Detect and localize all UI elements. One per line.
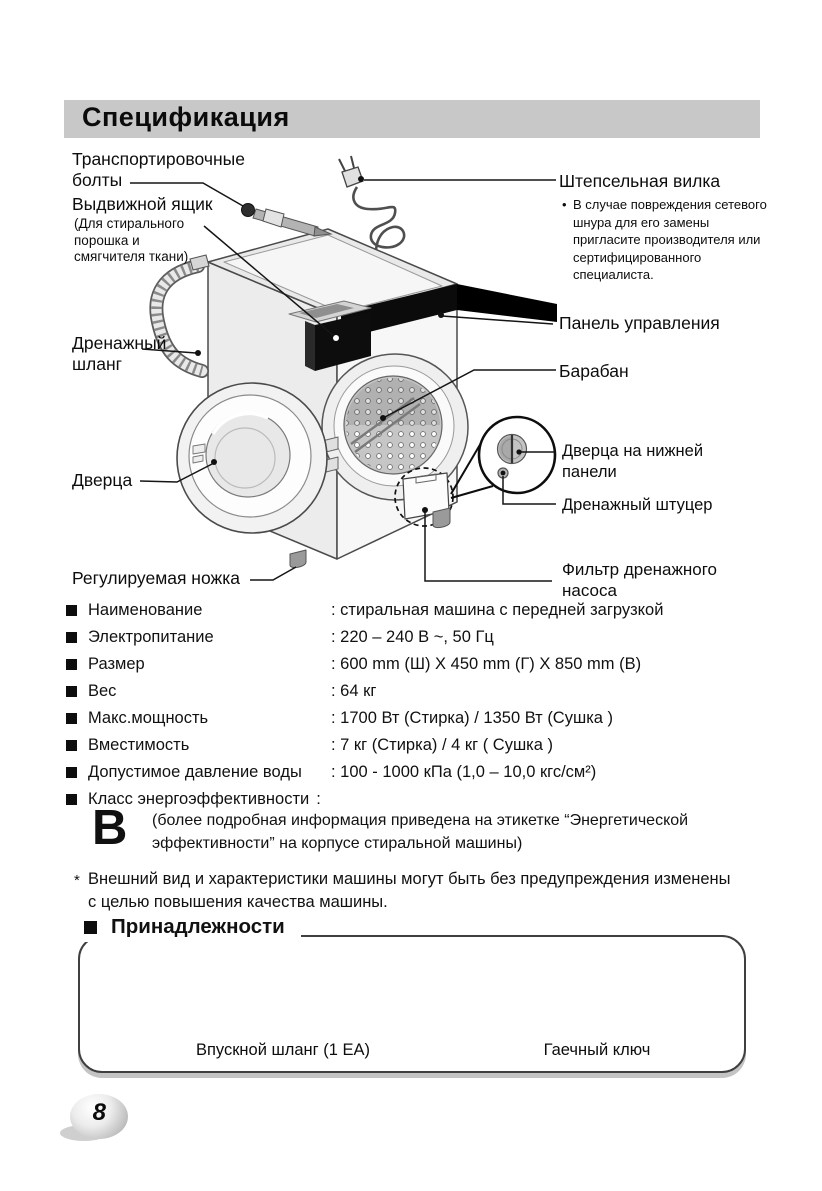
- label-drawer-note: (Для стирального порошка и смягчителя тк…: [74, 216, 189, 264]
- spec-label: Класс энергоэффективности: [88, 790, 310, 808]
- label-control-panel: Панель управления: [559, 313, 720, 333]
- label-lower-panel-door: Дверца на нижней панели: [562, 442, 704, 481]
- spec-value: : 220 – 240 В ~, 50 Гц: [331, 628, 494, 646]
- spec-row: Макс.мощность : 1700 Вт (Стирка) / 1350 В…: [66, 709, 766, 728]
- label-drain-fitting: Дренажный штуцер: [562, 496, 713, 514]
- spec-list: Наименование : стиральная машина с передн…: [66, 601, 766, 817]
- bullet-dot: •: [562, 197, 567, 212]
- page-number-badge: 8: [60, 1094, 132, 1144]
- spec-row: Допустимое давление воды : 100 - 1000 кПа…: [66, 763, 766, 782]
- detail-circle: [450, 415, 557, 499]
- label-transport-bolts: Транспортировочные болты: [72, 149, 245, 190]
- accessories-title: Принадлежности: [111, 915, 285, 938]
- spec-label: Допустимое давление воды: [88, 763, 302, 781]
- bullet-square: [66, 794, 77, 805]
- spec-label: Вместимость: [88, 736, 190, 754]
- door: [176, 382, 339, 534]
- spec-row: Наименование : стиральная машина с передн…: [66, 601, 766, 620]
- adjustable-foot: [289, 549, 307, 569]
- spec-value: : 600 mm (Ш) X 450 mm (Г) X 850 mm (В): [331, 655, 642, 673]
- label-plug-note: • В случае повреждения сетевого шнура дл…: [562, 196, 771, 284]
- label-drum: Барабан: [559, 361, 629, 381]
- spec-value: : 100 - 1000 кПа (1,0 – 10,0 кгс/см²): [331, 763, 597, 781]
- spec-row: Размер : 600 mm (Ш) X 450 mm (Г) X 850 mm…: [66, 655, 766, 674]
- spec-row: Электропитание : 220 – 240 В ~, 50 Гц: [66, 628, 766, 647]
- plug-note-text: В случае повреждения сетевого шнура для …: [573, 197, 767, 282]
- accessory-label-wrench: Гаечный ключ: [543, 1041, 651, 1059]
- energy-class-note: (более подробная информация приведена на…: [152, 812, 689, 852]
- asterisk-marker: *: [74, 872, 80, 889]
- spec-row: Класс энергоэффективности:: [66, 790, 766, 809]
- label-plug: Штепсельная вилка: [559, 171, 721, 191]
- label-drawer: Выдвижной ящик: [72, 194, 213, 214]
- spec-label: Макс.мощность: [88, 709, 209, 727]
- spec-value: :: [316, 790, 321, 808]
- spec-label: Наименование: [88, 601, 203, 619]
- spec-label: Размер: [88, 655, 145, 673]
- bullet-square: [84, 920, 97, 934]
- page-number: 8: [92, 1099, 106, 1126]
- accessories-box: [78, 935, 746, 1073]
- label-drain-hose: Дренажный шланг: [72, 333, 167, 374]
- spec-label: Вес: [88, 682, 117, 700]
- spec-row: Вес : 64 кг: [66, 682, 766, 701]
- plug-icon: [338, 155, 364, 188]
- spec-row: Вместимость : 7 кг (Стирка) / 4 кг ( Сушк…: [66, 736, 766, 755]
- spec-value: : 7 кг (Стирка) / 4 кг ( Сушка ): [331, 736, 554, 754]
- accessories-heading: Принадлежности: [78, 912, 301, 942]
- label-pump-filter: Фильтр дренажного насоса: [562, 560, 718, 600]
- bullet-square: [66, 740, 77, 751]
- page-title: Спецификация: [82, 102, 290, 132]
- bullet-square: [66, 713, 77, 724]
- label-door: Дверца: [72, 470, 133, 490]
- bullet-square: [66, 605, 77, 616]
- page-title-bar: Спецификация: [64, 100, 760, 138]
- footnote-text: Внешний вид и характеристики машины могу…: [88, 870, 731, 911]
- bullet-square: [66, 632, 77, 643]
- washer-body: [176, 228, 557, 569]
- badge-sphere: [70, 1094, 128, 1139]
- bullet-square: [66, 767, 77, 778]
- energy-class-value: B: [92, 801, 128, 855]
- leader-dots: [195, 176, 522, 513]
- bullet-square: [66, 686, 77, 697]
- control-panel: [341, 284, 457, 339]
- label-adjustable-foot: Регулируемая ножка: [72, 568, 240, 588]
- drum: [321, 353, 469, 501]
- spec-value: : стиральная машина с передней загрузкой: [331, 601, 664, 619]
- spec-value: : 64 кг: [331, 682, 377, 700]
- accessory-label-inlet-hose: Впускной шланг (1 EA): [195, 1041, 371, 1059]
- spec-value: : 1700 Вт (Стирка) / 1350 Вт (Сушка ): [331, 709, 614, 727]
- bullet-square: [66, 659, 77, 670]
- footnote: * Внешний вид и характеристики машины мо…: [74, 868, 734, 914]
- power-cord: [338, 155, 406, 251]
- detergent-drawer: [315, 312, 371, 371]
- spec-label: Электропитание: [88, 628, 214, 646]
- control-panel-wrap: [457, 284, 557, 322]
- pump-filter-door: [394, 467, 454, 527]
